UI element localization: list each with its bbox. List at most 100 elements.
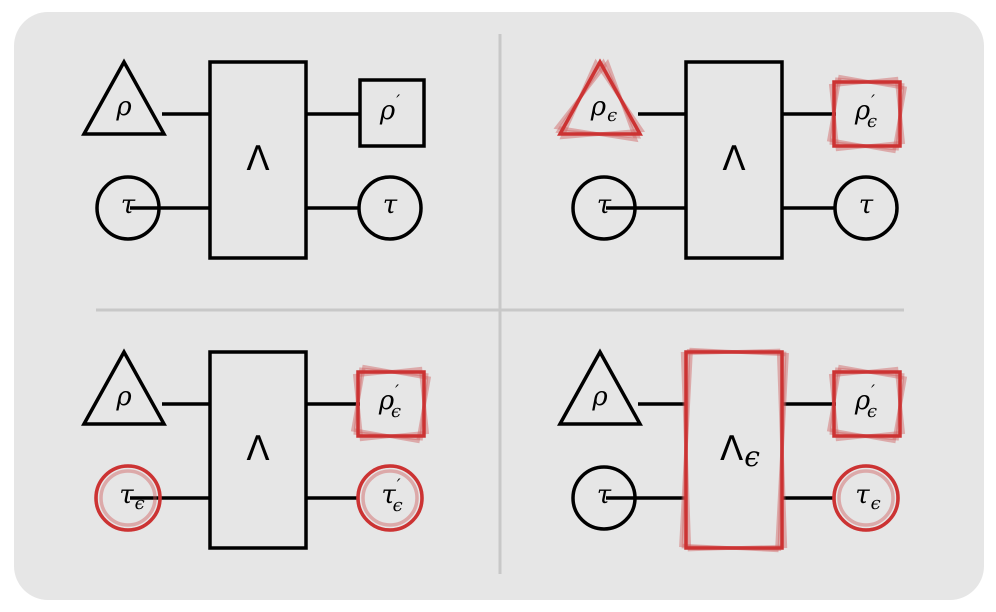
rho-output-label: ρ′ϵ — [378, 382, 401, 423]
noise-outline — [557, 58, 643, 136]
channel-box — [679, 347, 789, 553]
tau-output-label: τ — [859, 190, 874, 220]
channel-box — [208, 60, 308, 260]
rho-output-square — [350, 364, 432, 444]
rho-output-label: ρ′ϵ — [854, 92, 877, 133]
channel-label-base: Λ — [722, 139, 745, 179]
rho-input-label-subscript: ϵ — [607, 105, 617, 126]
rho-input-triangle — [81, 58, 167, 136]
tau-output-circle — [833, 175, 899, 241]
rho-input-label-base: ρ — [115, 382, 132, 412]
channel-label-base: Λ — [246, 139, 269, 179]
tau-input-label-subscript: ϵ — [135, 493, 145, 514]
tau-output-circle — [357, 175, 423, 241]
rho-output-label-prime: ′ — [395, 382, 399, 402]
rect-outline — [208, 350, 308, 550]
rho-input-label: ρ — [591, 382, 608, 412]
tau-input-label-base: τ — [597, 480, 612, 510]
rho-input-triangle — [81, 348, 167, 426]
rho-output-square — [826, 364, 908, 444]
rho-output-label: ρ′ — [379, 92, 400, 127]
triangle-outline — [81, 348, 167, 426]
channel-label: Λ — [722, 139, 745, 179]
channel-box — [684, 60, 784, 260]
channel-label: Λϵ — [720, 429, 760, 473]
tau-output-label-subscript: ϵ — [393, 495, 403, 516]
rho-output-label-base: ρ — [854, 96, 871, 126]
rho-output-label-base: ρ — [378, 386, 395, 416]
tau-output-label-base: τ — [381, 480, 396, 510]
rho-output-label-base: ρ — [379, 96, 396, 126]
tau-output-circle — [832, 464, 900, 532]
noise-outline — [832, 80, 902, 148]
rho-output-label-subscript: ϵ — [391, 401, 401, 422]
tau-output-label: τ — [383, 190, 398, 220]
rho-input-label: ρ — [115, 382, 132, 412]
tau-output-circle — [356, 464, 424, 532]
tau-input-circle — [571, 465, 637, 531]
tau-output-label-base: τ — [383, 190, 398, 220]
tau-output-label-base: τ — [855, 480, 870, 510]
tau-output-label: τ′ϵ — [381, 476, 402, 517]
rho-input-triangle — [553, 58, 646, 143]
rho-input-label-base: ρ — [115, 92, 132, 122]
rho-output-square — [826, 74, 908, 154]
tau-input-label-base: τ — [121, 190, 136, 220]
panel-top-left: ρ τ Λρ′ τ — [81, 58, 426, 260]
tau-input-label: τ — [597, 190, 612, 220]
noise-outline — [356, 370, 426, 438]
tau-output-label-prime: ′ — [397, 476, 401, 496]
tau-input-circle — [94, 464, 162, 532]
channel-label: Λ — [246, 139, 269, 179]
rect-outline — [208, 60, 308, 260]
tau-input-label: τ — [121, 190, 136, 220]
tau-output-label-subscript: ϵ — [871, 493, 881, 514]
rho-output-label-subscript: ϵ — [867, 401, 877, 422]
circle-outline — [571, 175, 637, 241]
noise-outline — [356, 464, 424, 532]
circle-outline — [357, 175, 423, 241]
square-outline — [358, 78, 426, 148]
noise-outline — [832, 464, 900, 532]
triangle-outline — [81, 58, 167, 136]
rho-output-label: ρ′ϵ — [854, 382, 877, 423]
tau-output-label: τϵ — [855, 480, 880, 514]
rect-outline — [684, 60, 784, 260]
channel-label: Λ — [246, 429, 269, 469]
channel-box — [208, 350, 308, 550]
circle-outline — [833, 175, 899, 241]
triangle-outline — [557, 348, 643, 426]
noise-outline — [684, 350, 784, 550]
tau-input-circle — [571, 175, 637, 241]
noise-ghost-outline — [837, 469, 895, 527]
rho-input-label: ρ — [115, 92, 132, 122]
tau-input-label: τϵ — [119, 480, 144, 514]
tau-input-label-base: τ — [119, 480, 134, 510]
rho-input-label-base: ρ — [590, 92, 607, 122]
rho-input-triangle — [557, 348, 643, 426]
circle-outline — [95, 175, 161, 241]
channel-label-subscript: ϵ — [744, 440, 760, 473]
noise-outline — [94, 464, 162, 532]
tau-output-label-base: τ — [859, 190, 874, 220]
rho-output-label-prime: ′ — [871, 382, 875, 402]
circle-outline — [571, 465, 637, 531]
noise-ghost-outline — [99, 469, 157, 527]
noise-outline — [832, 370, 902, 438]
tau-input-label: τ — [597, 480, 612, 510]
rho-output-square — [358, 78, 426, 148]
tau-input-circle — [95, 175, 161, 241]
noise-ghost-outline — [361, 469, 419, 527]
rho-input-label: ρϵ — [590, 92, 617, 126]
rho-output-label-base: ρ — [854, 386, 871, 416]
rho-output-label-subscript: ϵ — [867, 111, 877, 132]
rho-input-label-base: ρ — [591, 382, 608, 412]
channel-label-base: Λ — [720, 429, 743, 469]
rho-output-label-prime: ′ — [871, 92, 875, 112]
tau-input-label-base: τ — [597, 190, 612, 220]
